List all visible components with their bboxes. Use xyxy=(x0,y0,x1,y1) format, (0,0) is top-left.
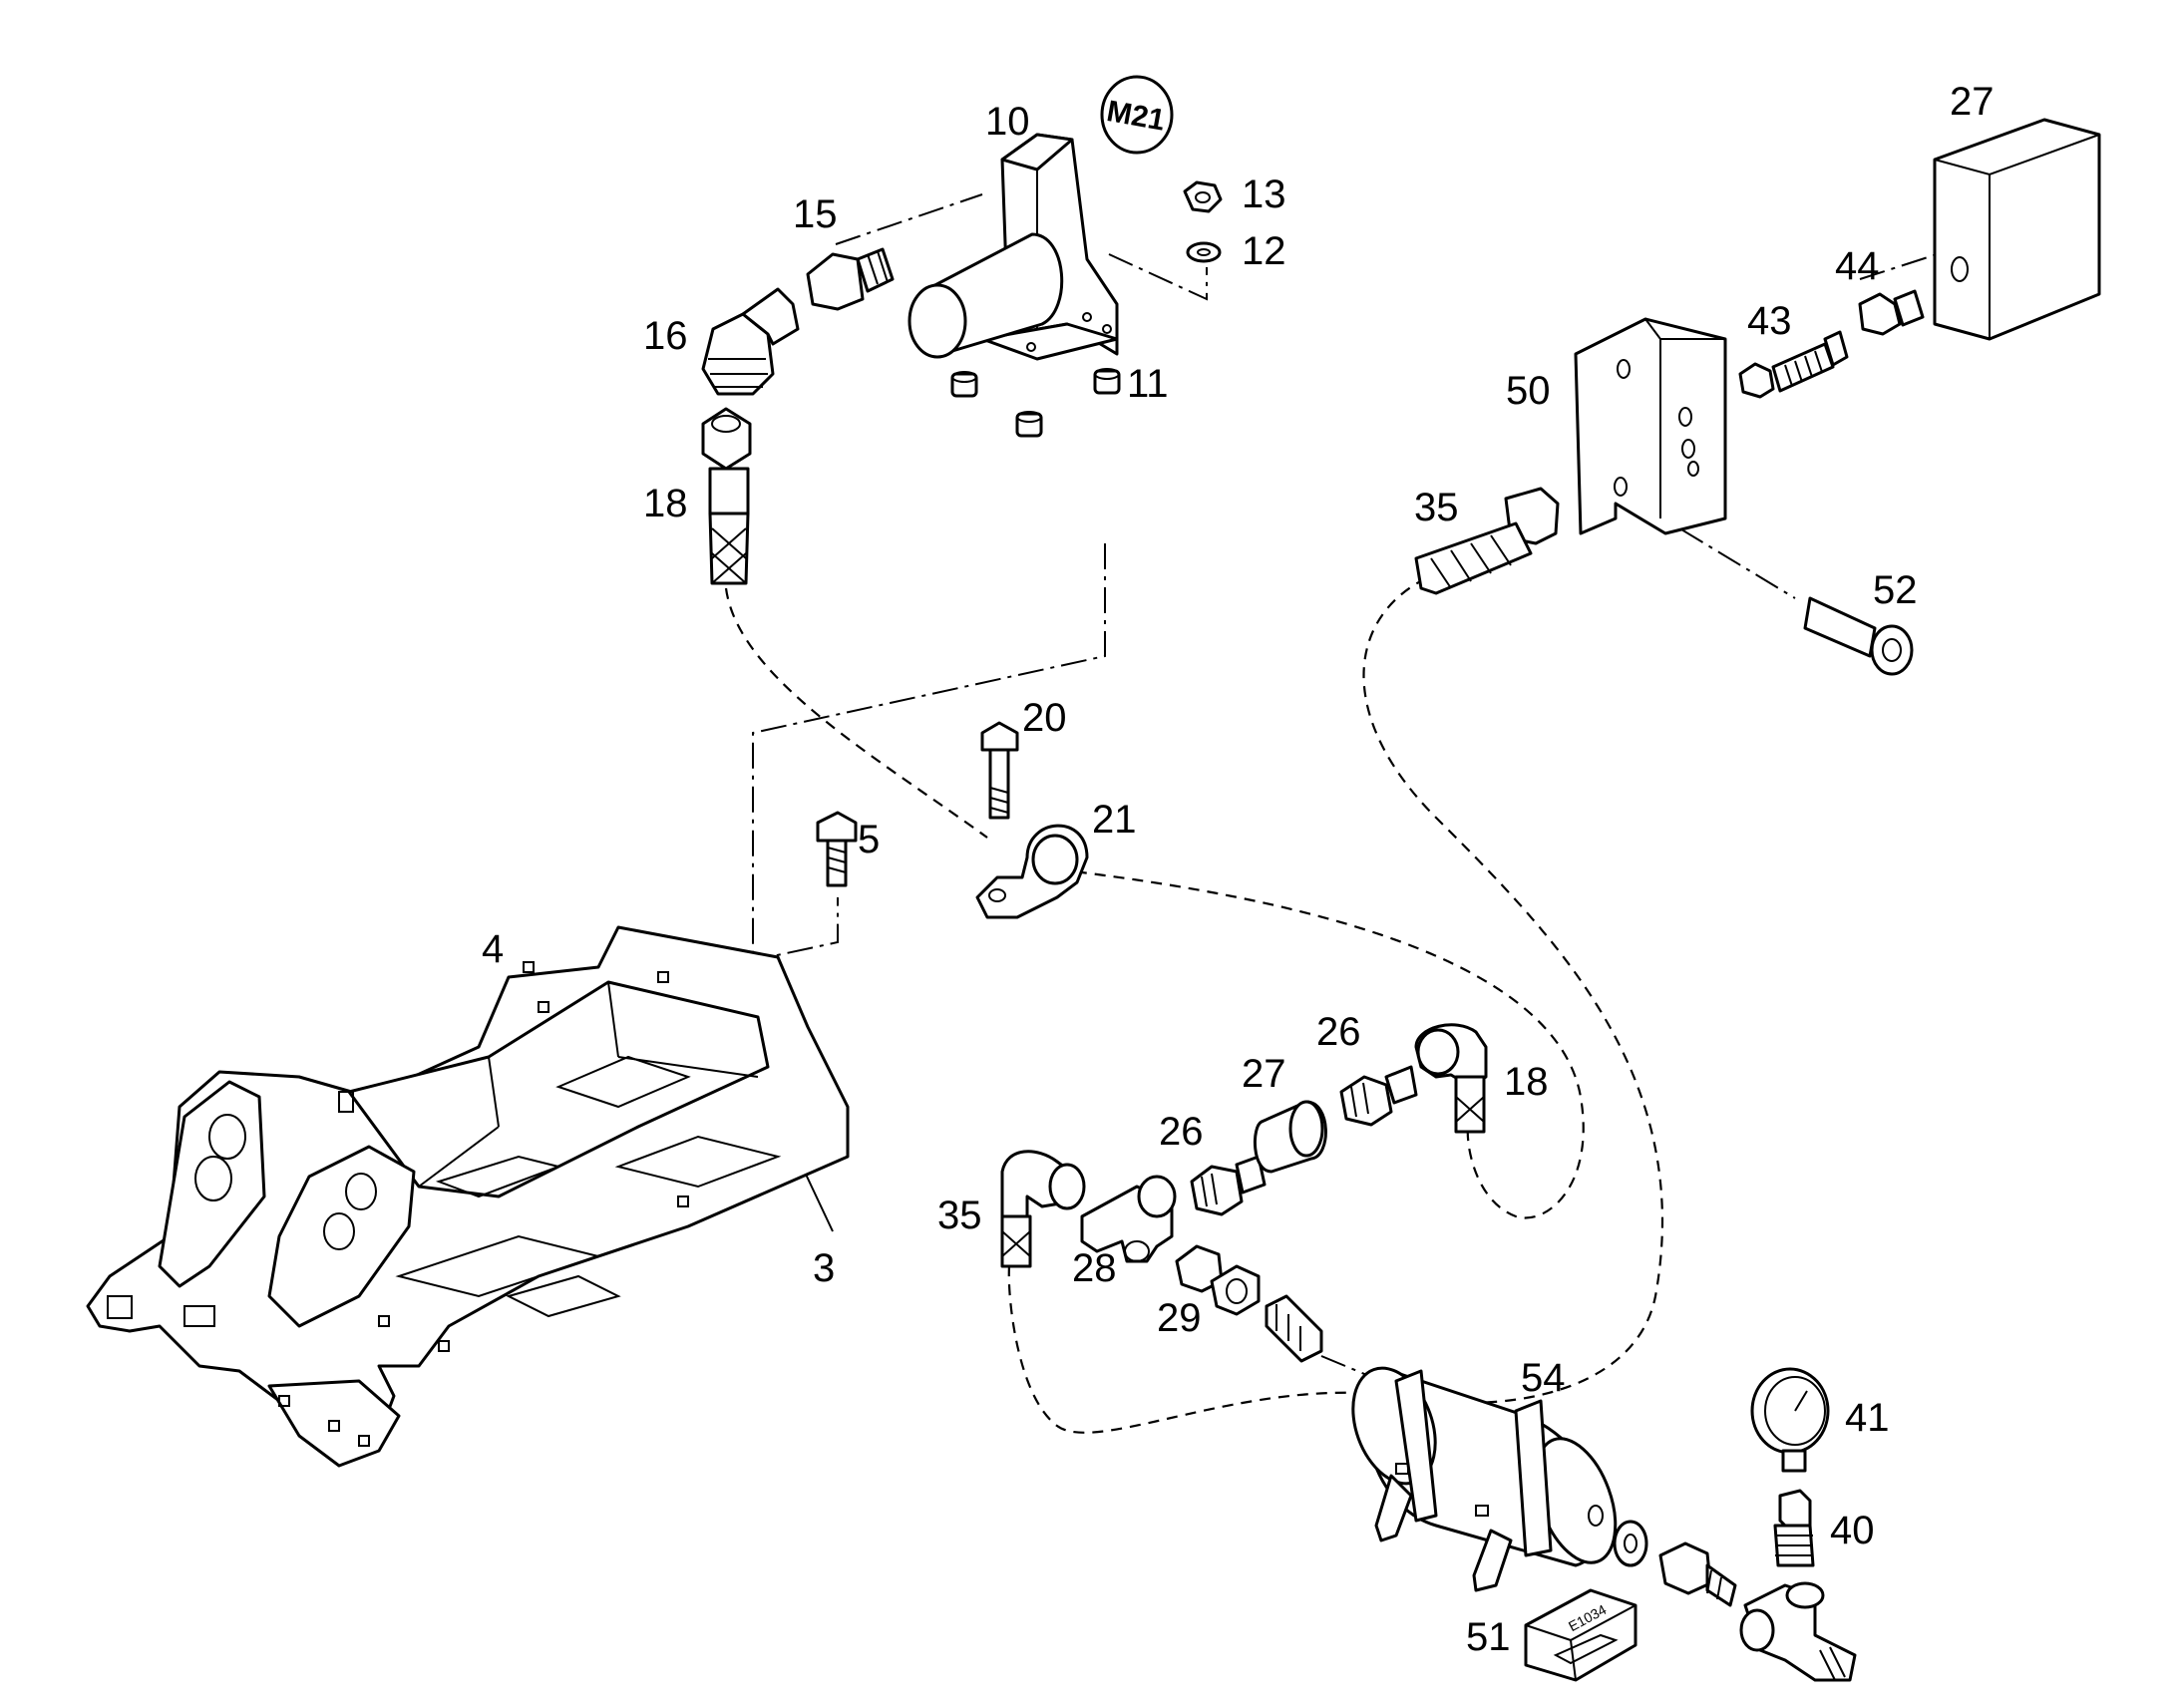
label-27-lower: 27 xyxy=(1242,1052,1286,1096)
label-13: 13 xyxy=(1242,172,1286,216)
label-15: 15 xyxy=(793,192,838,236)
label-12: 12 xyxy=(1242,229,1286,273)
washer-reservoir xyxy=(1613,1520,1648,1567)
elbow-35-lower xyxy=(1000,1150,1086,1268)
hose-fitting-18-top xyxy=(701,407,752,585)
label-26-right: 26 xyxy=(1316,1010,1361,1054)
clamp-21 xyxy=(975,824,1089,919)
label-plate-51: E1034 xyxy=(1524,1588,1637,1682)
label-11: 11 xyxy=(1127,362,1169,406)
air-reservoir-54 xyxy=(1351,1366,1618,1592)
label-28: 28 xyxy=(1072,1246,1117,1290)
label-52: 52 xyxy=(1873,568,1918,612)
tee-fitting-bottom xyxy=(1739,1581,1857,1682)
bolt-5 xyxy=(816,811,858,887)
bushing-27 xyxy=(1253,1100,1327,1174)
main-frame-assembly xyxy=(86,925,850,1468)
washer-12 xyxy=(1186,241,1222,263)
label-44: 44 xyxy=(1835,244,1880,288)
hose-fitting-35-top xyxy=(1414,487,1560,595)
label-43: 43 xyxy=(1747,299,1792,343)
fitting-15 xyxy=(806,247,895,311)
elbow-18-lower xyxy=(1414,1023,1488,1134)
drain-valve xyxy=(1658,1541,1737,1607)
label-5: 5 xyxy=(858,818,880,861)
label-40: 40 xyxy=(1830,1509,1875,1552)
fitting-43 xyxy=(1771,330,1849,393)
fitting-26-left xyxy=(1190,1155,1267,1216)
fitting-adapter xyxy=(1265,1294,1323,1363)
label-18-top: 18 xyxy=(643,482,688,525)
bolt-20 xyxy=(980,721,1019,820)
tee-28 xyxy=(1080,1175,1177,1263)
connection-lines xyxy=(724,193,1954,1434)
label-27-top: 27 xyxy=(1950,80,1995,124)
label-29: 29 xyxy=(1157,1296,1202,1340)
label-18-lower: 18 xyxy=(1504,1060,1549,1104)
label-16: 16 xyxy=(643,314,688,358)
part-labels: 3 4 5 10 11 12 13 15 16 18 20 21 27 44 4… xyxy=(482,80,1995,1659)
nut-43 xyxy=(1738,362,1775,399)
label-20: 20 xyxy=(1022,696,1067,740)
nut-13 xyxy=(1183,180,1223,213)
m21-badge: M21 xyxy=(1100,75,1174,155)
label-26-left: 26 xyxy=(1159,1110,1204,1154)
label-50: 50 xyxy=(1506,369,1551,413)
fitting-26-right xyxy=(1339,1065,1418,1127)
pressure-gauge-41 xyxy=(1750,1367,1830,1473)
label-41: 41 xyxy=(1845,1396,1890,1440)
fitting-29 xyxy=(1175,1244,1261,1316)
pump-motor-10 xyxy=(908,133,1121,438)
elbow-16 xyxy=(701,287,800,396)
adapter-40 xyxy=(1773,1489,1815,1567)
label-35-lower: 35 xyxy=(937,1194,982,1237)
bracket-50 xyxy=(1574,317,1727,535)
label-21: 21 xyxy=(1092,798,1137,842)
label-54: 54 xyxy=(1521,1356,1566,1400)
label-3: 3 xyxy=(813,1246,835,1290)
label-10: 10 xyxy=(985,100,1030,144)
fitting-44 xyxy=(1858,289,1925,336)
label-51: 51 xyxy=(1466,1615,1511,1659)
box-27 xyxy=(1933,118,2101,341)
cap-screw-52 xyxy=(1803,596,1914,676)
label-4: 4 xyxy=(482,927,504,971)
label-35-top: 35 xyxy=(1414,486,1459,529)
